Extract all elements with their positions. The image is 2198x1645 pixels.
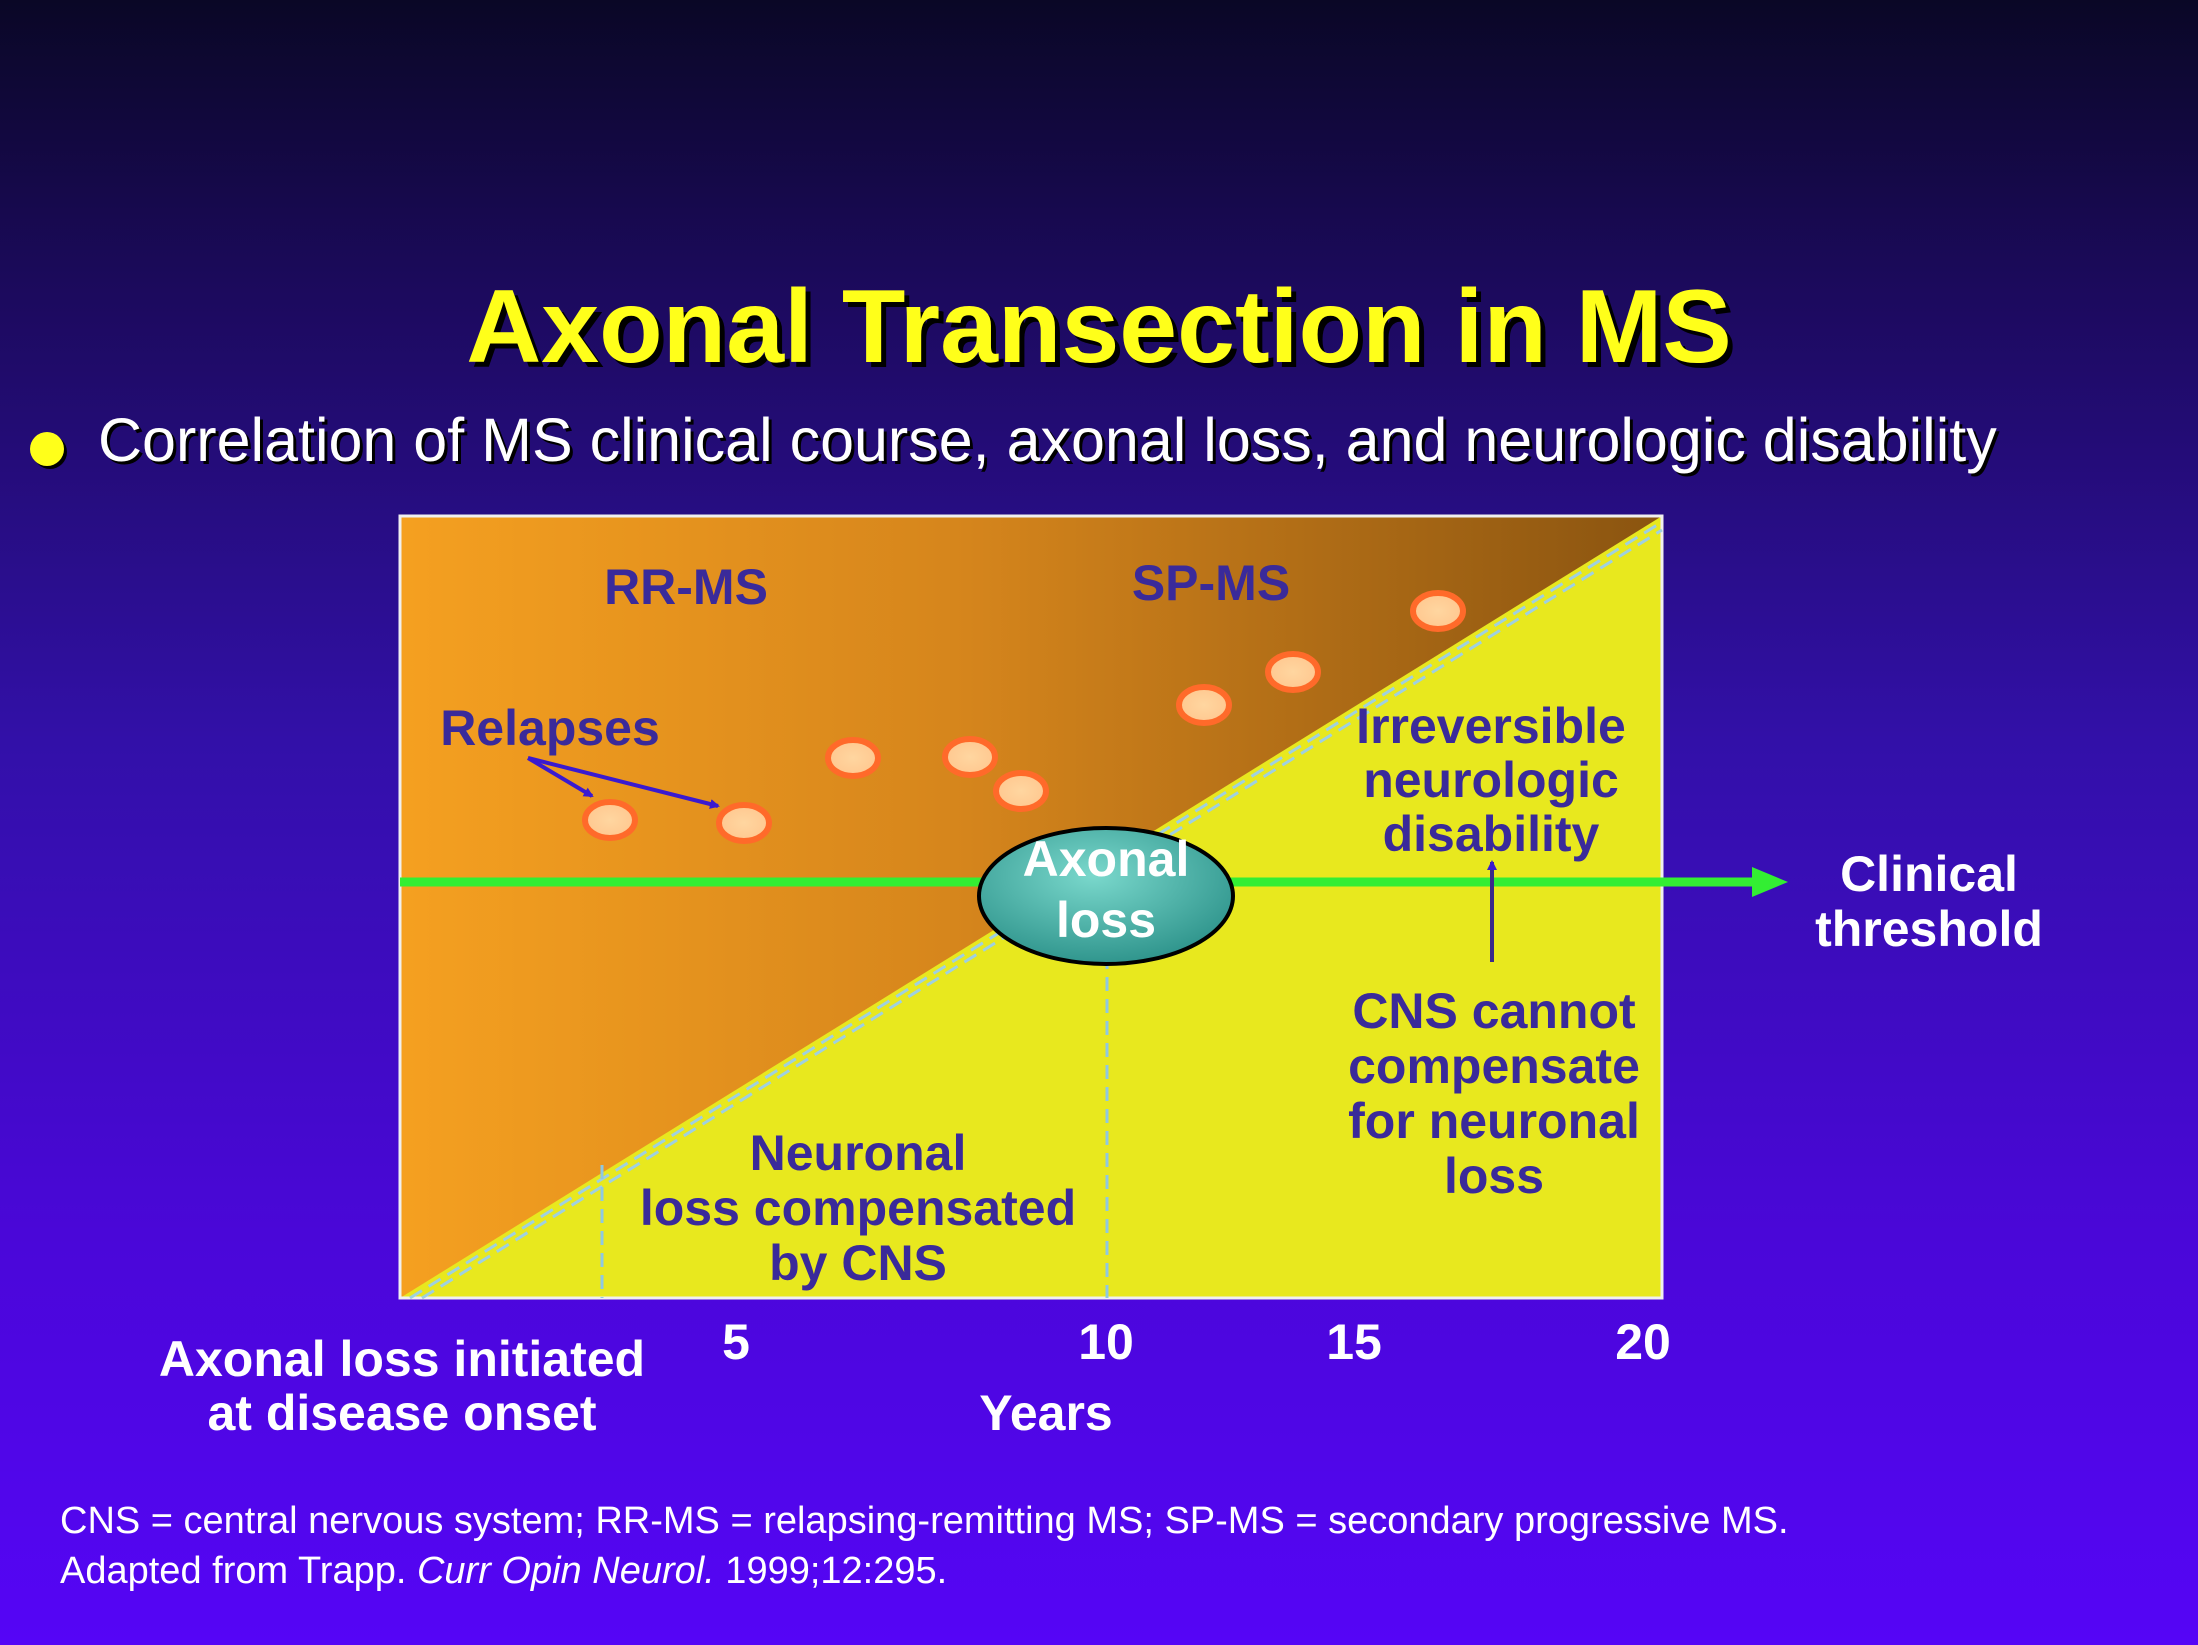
onset-label-line2: at disease onset <box>207 1385 596 1441</box>
relapse-marker <box>582 799 638 841</box>
relapse-arrow-1 <box>526 756 594 798</box>
x-tick-label: 15 <box>1326 1314 1382 1370</box>
clinical-threshold-label-line1: Clinical <box>1840 846 2018 902</box>
neuronal-label-line2: loss compensated <box>640 1180 1076 1236</box>
x-tick-label: 5 <box>722 1314 750 1370</box>
axonal-loss-label-line2: loss <box>1056 892 1156 948</box>
relapses-label: Relapses <box>440 700 660 756</box>
plot-frame <box>398 514 1664 1300</box>
neuronal-label-line3: by CNS <box>769 1235 947 1291</box>
relapse-markers <box>582 590 1466 844</box>
relapse-marker <box>993 770 1049 812</box>
relapse-marker <box>1410 590 1466 632</box>
relapse-marker <box>1176 684 1232 726</box>
footnote-citation: Adapted from Trapp. Curr Opin Neurol. 19… <box>60 1550 947 1593</box>
axonal-loss-label-line1: Axonal <box>1023 831 1190 887</box>
citation-suffix: 1999;12:295. <box>714 1550 948 1592</box>
slide-title: Axonal Transection in MS <box>466 269 1732 385</box>
onset-label-line1: Axonal loss initiated <box>159 1331 645 1387</box>
sp-ms-label: SP-MS <box>1132 555 1290 611</box>
bullet-dot-icon <box>30 432 64 466</box>
x-tick-label: 10 <box>1078 1314 1134 1370</box>
relapse-arrow-2 <box>527 756 720 809</box>
bullet-text: Correlation of MS clinical course, axona… <box>98 406 1997 474</box>
x-axis-label: Years <box>979 1385 1112 1441</box>
x-tick-label: 20 <box>1615 1314 1671 1370</box>
cns-cannot-label-line3: for neuronal <box>1348 1093 1640 1149</box>
neuronal-label-line1: Neuronal <box>750 1125 967 1181</box>
cns-cannot-label-line2: compensate <box>1348 1038 1640 1094</box>
relapse-marker <box>825 737 881 779</box>
citation-prefix: Adapted from Trapp. <box>60 1550 417 1592</box>
clinical-threshold-label-line2: threshold <box>1815 901 2043 957</box>
relapse-marker <box>1265 651 1321 693</box>
irreversible-label-line2: neurologic <box>1363 752 1619 808</box>
cns-cannot-label-line1: CNS cannot <box>1352 983 1636 1039</box>
axonal-loss-ellipse <box>977 826 1235 966</box>
relapse-marker <box>942 736 998 778</box>
cns-cannot-label-line4: loss <box>1444 1148 1544 1204</box>
irreversible-label-line3: disability <box>1383 806 1600 862</box>
citation-journal: Curr Opin Neurol. <box>416 1550 715 1592</box>
footnote-abbreviations: CNS = central nervous system; RR-MS = re… <box>60 1500 1789 1542</box>
irreversible-label-line1: Irreversible <box>1356 698 1626 754</box>
clinical-threshold-arrow-icon <box>1752 867 1788 897</box>
relapse-marker <box>716 802 772 844</box>
rr-ms-label: RR-MS <box>604 559 768 615</box>
